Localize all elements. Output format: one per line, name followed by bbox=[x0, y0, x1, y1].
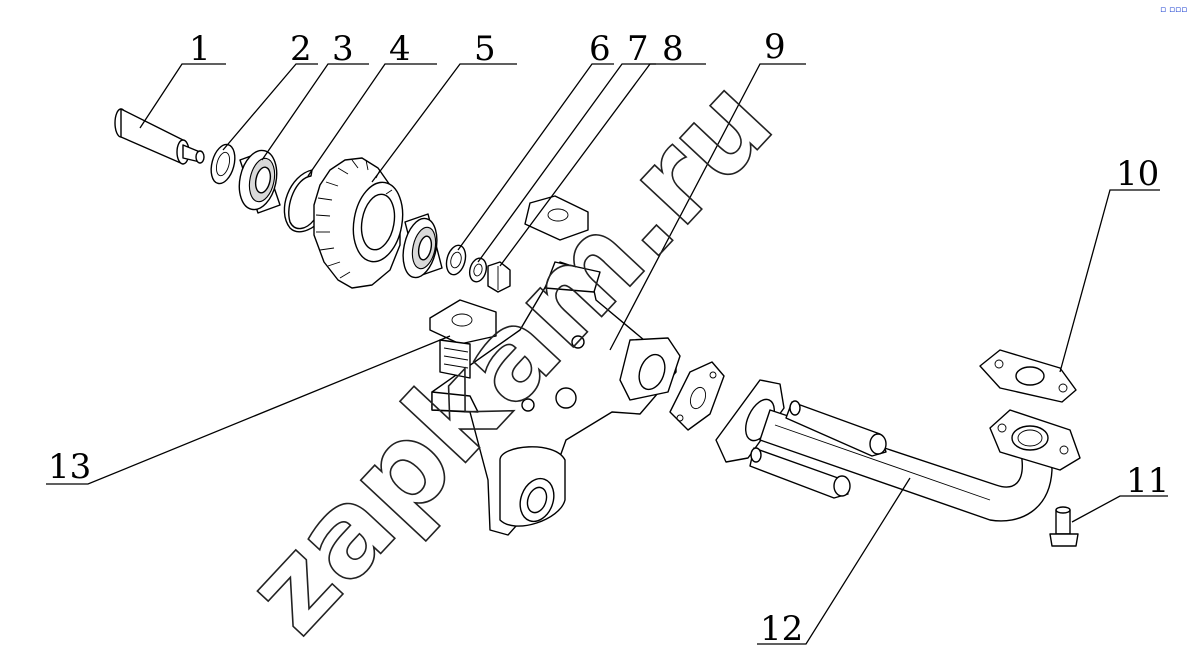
gasket bbox=[669, 361, 725, 431]
callout-11: 11 bbox=[1126, 461, 1169, 501]
part-8-nut bbox=[487, 261, 511, 293]
callout-2: 2 bbox=[290, 29, 312, 69]
pump-housing bbox=[429, 261, 681, 536]
callout-13: 13 bbox=[48, 447, 91, 487]
callout-6: 6 bbox=[589, 29, 611, 69]
part-4-snap-ring bbox=[283, 169, 319, 233]
callout-numbers: 1 2 3 4 5 6 7 8 9 10 11 12 13 bbox=[48, 27, 1169, 649]
part-6-washer bbox=[445, 244, 467, 276]
callout-1: 1 bbox=[189, 29, 211, 69]
part-10-flange-gasket bbox=[979, 349, 1077, 403]
part-11-bolt bbox=[1049, 506, 1079, 547]
flange-bolts bbox=[749, 400, 887, 499]
bracket-plate-upper bbox=[524, 195, 589, 241]
corner-mark: ▫ ▫▫▫ bbox=[1160, 5, 1187, 15]
callout-7: 7 bbox=[627, 29, 649, 69]
callout-8: 8 bbox=[662, 29, 684, 69]
part-1-shaft bbox=[114, 108, 205, 165]
part-2-washer bbox=[210, 143, 236, 185]
watermark: zapkam.ru bbox=[220, 52, 799, 659]
callout-9: 9 bbox=[764, 27, 786, 67]
part-bearing-inner bbox=[402, 213, 443, 279]
callout-4: 4 bbox=[389, 29, 411, 69]
callout-12: 12 bbox=[760, 609, 803, 649]
callout-3: 3 bbox=[332, 29, 354, 69]
leader-lines bbox=[46, 63, 1168, 645]
part-12-outlet-pipe bbox=[715, 379, 1081, 522]
part-3-bearing bbox=[238, 149, 281, 214]
callout-5: 5 bbox=[474, 29, 496, 69]
part-5-gear bbox=[313, 157, 404, 289]
callout-10: 10 bbox=[1116, 154, 1159, 194]
